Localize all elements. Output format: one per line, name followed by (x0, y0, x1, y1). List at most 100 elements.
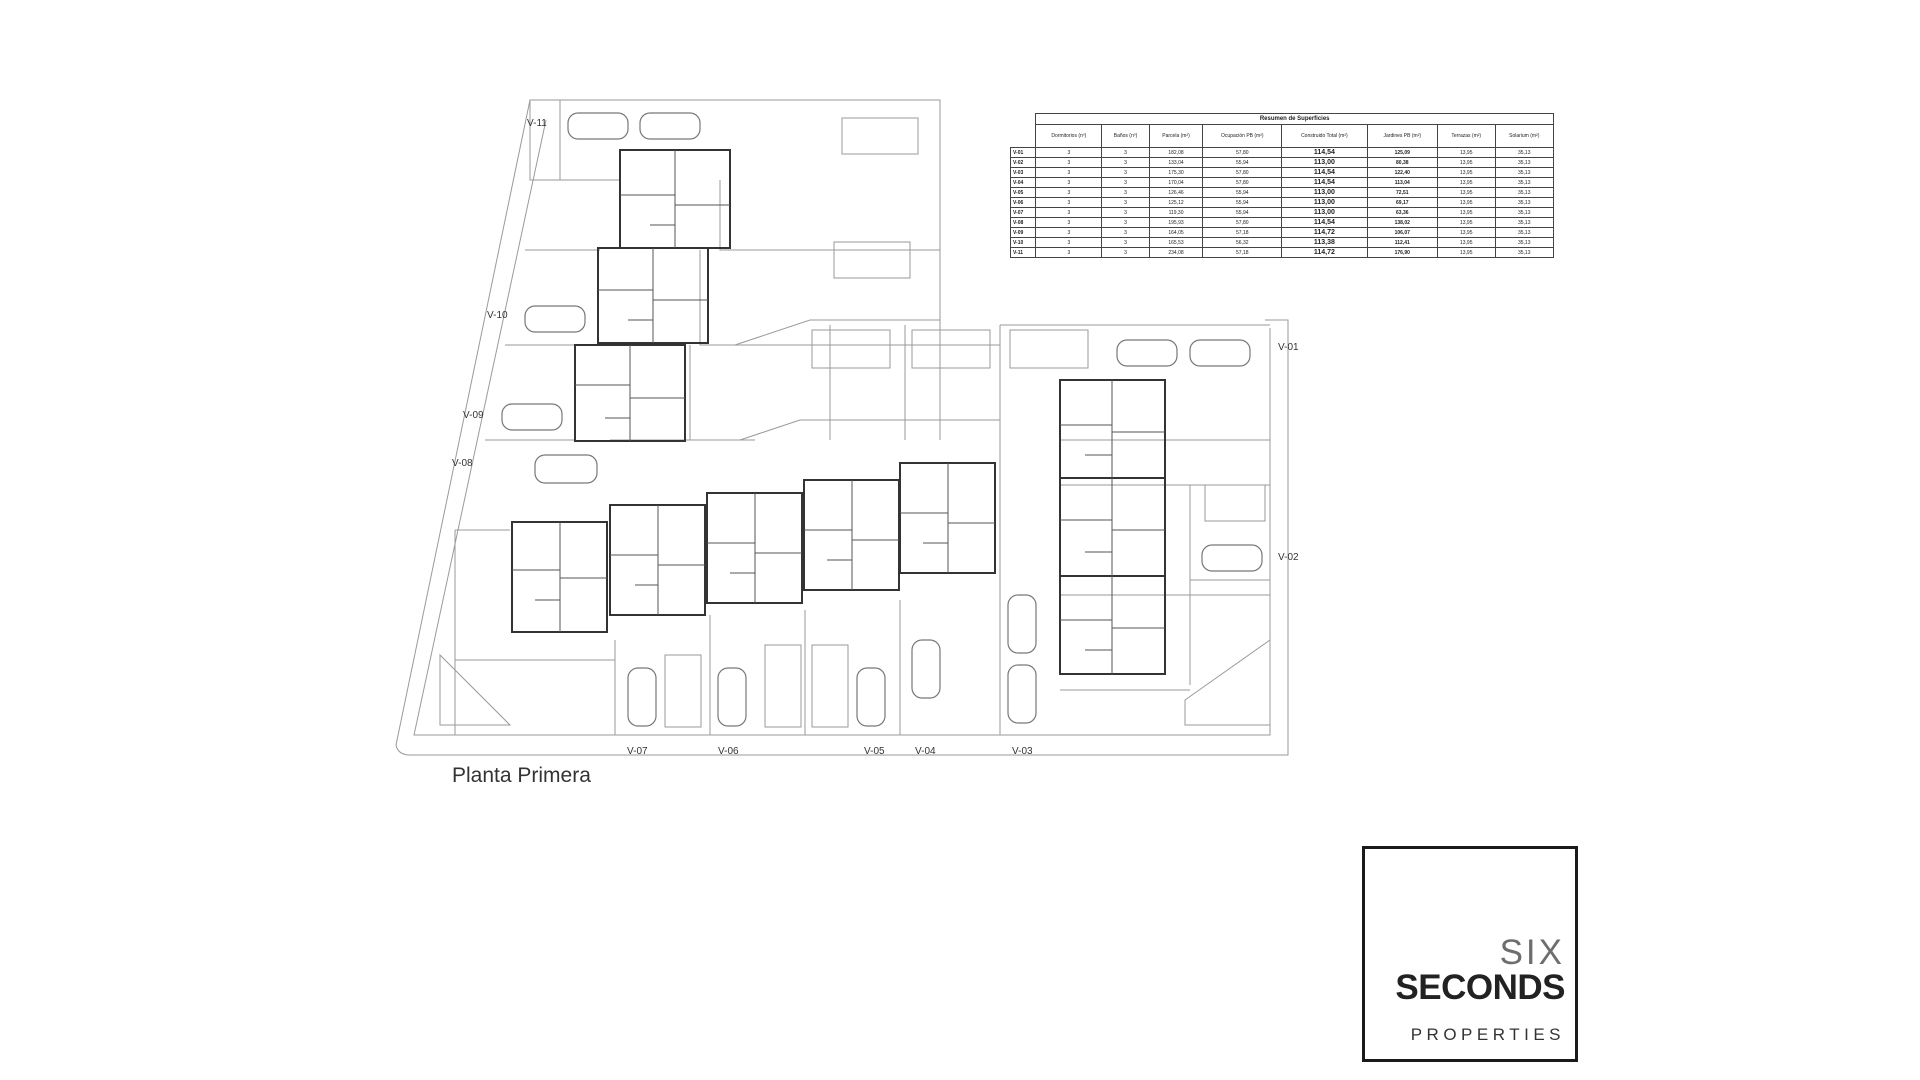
table-cell: 63,36 (1366, 207, 1438, 218)
villa-id-cell: V-11 (1009, 247, 1037, 258)
car (567, 112, 629, 140)
col-header: Baños (nº) (1101, 124, 1150, 148)
table-cell: 3 (1101, 177, 1150, 188)
table-cell: 57,80 (1202, 177, 1283, 188)
car (1007, 594, 1037, 654)
col-header: Terrazas (m²) (1436, 124, 1496, 148)
table-cell: 35,13 (1494, 177, 1554, 188)
table-cell: 3 (1035, 217, 1103, 228)
table-cell: 119,30 (1148, 207, 1204, 218)
table-cell: 114,54 (1281, 217, 1368, 228)
table-cell: 3 (1035, 237, 1103, 248)
villa-label: V-03 (1012, 746, 1033, 757)
pool (1009, 329, 1089, 369)
car (627, 667, 657, 727)
table-cell: 3 (1035, 157, 1103, 168)
table-cell: 13,95 (1436, 147, 1496, 158)
villa-id-cell: V-02 (1009, 157, 1037, 168)
table-cell: 113,04 (1366, 177, 1438, 188)
table-cell: 13,95 (1436, 207, 1496, 218)
table-cell: 114,72 (1281, 227, 1368, 238)
car (1116, 339, 1178, 367)
table-cell: 3 (1035, 207, 1103, 218)
table-cell: 35,13 (1494, 207, 1554, 218)
car (524, 305, 586, 333)
table-cell: 3 (1035, 247, 1103, 258)
summary-caption: Resumen de Superficies (1035, 113, 1554, 125)
site-boundary-inner (413, 119, 1271, 736)
table-cell: 57,80 (1202, 217, 1283, 228)
villa-label: V-11 (527, 118, 547, 129)
table-cell: 3 (1035, 147, 1103, 158)
pool (833, 241, 911, 279)
villa-id-cell: V-06 (1009, 197, 1037, 208)
table-cell: 113,38 (1281, 237, 1368, 248)
logo-seconds: SECONDS (1395, 968, 1565, 1007)
table-cell: 3 (1101, 217, 1150, 228)
table-cell: 164,05 (1148, 227, 1204, 238)
table-cell: 195,93 (1148, 217, 1204, 228)
villa-id-cell: V-03 (1009, 167, 1037, 178)
table-cell: 182,08 (1148, 147, 1204, 158)
pool (764, 644, 802, 728)
table-cell: 35,13 (1494, 227, 1554, 238)
table-cell: 13,95 (1436, 157, 1496, 168)
table-cell: 122,40 (1366, 167, 1438, 178)
table-cell: 35,13 (1494, 247, 1554, 258)
car (639, 112, 701, 140)
table-cell: 57,80 (1202, 167, 1283, 178)
table-cell: 3 (1035, 197, 1103, 208)
table-cell: 57,18 (1202, 247, 1283, 258)
table-cell: 113,00 (1281, 207, 1368, 218)
table-cell: 3 (1101, 227, 1150, 238)
summary-table: Resumen de Superficies Dormitorios (nº) … (1009, 113, 1554, 258)
col-header: Parcela (m²) (1148, 124, 1204, 148)
table-cell: 234,08 (1148, 247, 1204, 258)
table-cell: 35,13 (1494, 237, 1554, 248)
table-cell: 56,32 (1202, 237, 1283, 248)
table-cell: 13,95 (1436, 237, 1496, 248)
villa-id-cell: V-08 (1009, 217, 1037, 228)
villa-label: V-05 (864, 746, 885, 757)
table-cell: 114,54 (1281, 177, 1368, 188)
villa-label: V-08 (452, 458, 473, 469)
car (1007, 664, 1037, 724)
table-cell: 133,04 (1148, 157, 1204, 168)
table-cell: 3 (1101, 147, 1150, 158)
logo-properties: PROPERTIES (1410, 1025, 1565, 1044)
table-cell: 72,51 (1366, 187, 1438, 198)
villa-label: V-09 (463, 410, 484, 421)
table-cell: 175,30 (1148, 167, 1204, 178)
table-cell: 35,13 (1494, 167, 1554, 178)
table-cell: 125,12 (1148, 197, 1204, 208)
car (1201, 544, 1263, 572)
table-cell: 125,09 (1366, 147, 1438, 158)
table-cell: 13,95 (1436, 187, 1496, 198)
table-cell: 3 (1101, 157, 1150, 168)
table-cell: 112,41 (1366, 237, 1438, 248)
table-cell: 35,13 (1494, 217, 1554, 228)
table-cell: 55,94 (1202, 157, 1283, 168)
col-header: Ocupación PB (m²) (1202, 124, 1283, 148)
villa-label: V-04 (915, 746, 936, 757)
table-cell: 138,02 (1366, 217, 1438, 228)
parcel-lines (454, 179, 1270, 735)
pool (811, 644, 849, 728)
interior-walls (512, 150, 1165, 674)
table-cell: 114,72 (1281, 247, 1368, 258)
car (717, 667, 747, 727)
villa-label: V-01 (1278, 342, 1299, 353)
planter (439, 653, 512, 726)
table-cell: 3 (1035, 227, 1103, 238)
logo-six: SIX (1499, 933, 1565, 972)
villa-id-cell: V-09 (1009, 227, 1037, 238)
